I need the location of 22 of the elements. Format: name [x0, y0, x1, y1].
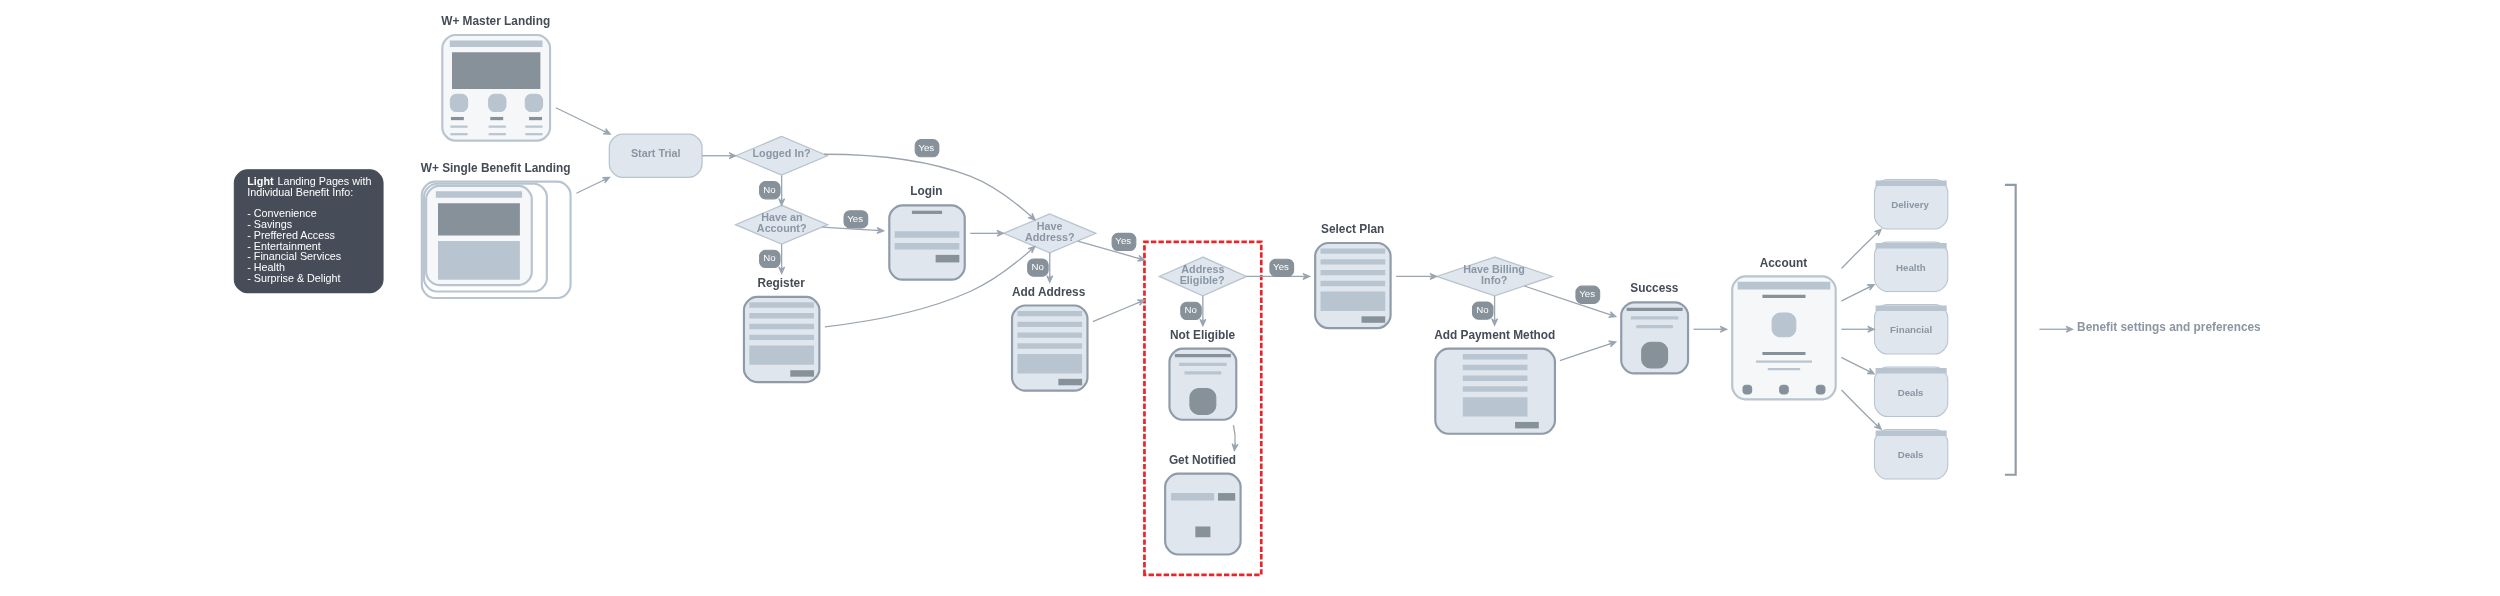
edge-label: Yes — [847, 212, 864, 224]
edge-label: Yes — [1579, 288, 1596, 300]
node-label: W+ Master Landing — [441, 14, 551, 29]
node-label: Add Address — [1012, 284, 1086, 299]
node-label: Get Notified — [1168, 452, 1237, 467]
node-label: Select Plan — [1321, 222, 1385, 237]
edge-label: No — [763, 252, 776, 264]
node-label: Not Eligible — [1169, 327, 1236, 342]
node-label: Add Payment Method — [1434, 327, 1556, 342]
edge-label: Yes — [918, 141, 935, 153]
node-label: Register — [757, 276, 805, 291]
edge-label: Yes — [1273, 261, 1289, 273]
edge-label: No — [1476, 304, 1489, 316]
edge-label: No — [1184, 304, 1197, 316]
node-label: Login — [910, 184, 943, 199]
node-label: Account — [1759, 255, 1808, 270]
edge-label: Yes — [1115, 235, 1132, 247]
node-label: Success — [1630, 281, 1679, 296]
node-text: Benefit settings and preferences — [2077, 320, 2261, 335]
edge-label: No — [1031, 260, 1044, 272]
node-label: W+ Single Benefit Landing — [420, 160, 571, 175]
edge-label: No — [763, 183, 776, 195]
